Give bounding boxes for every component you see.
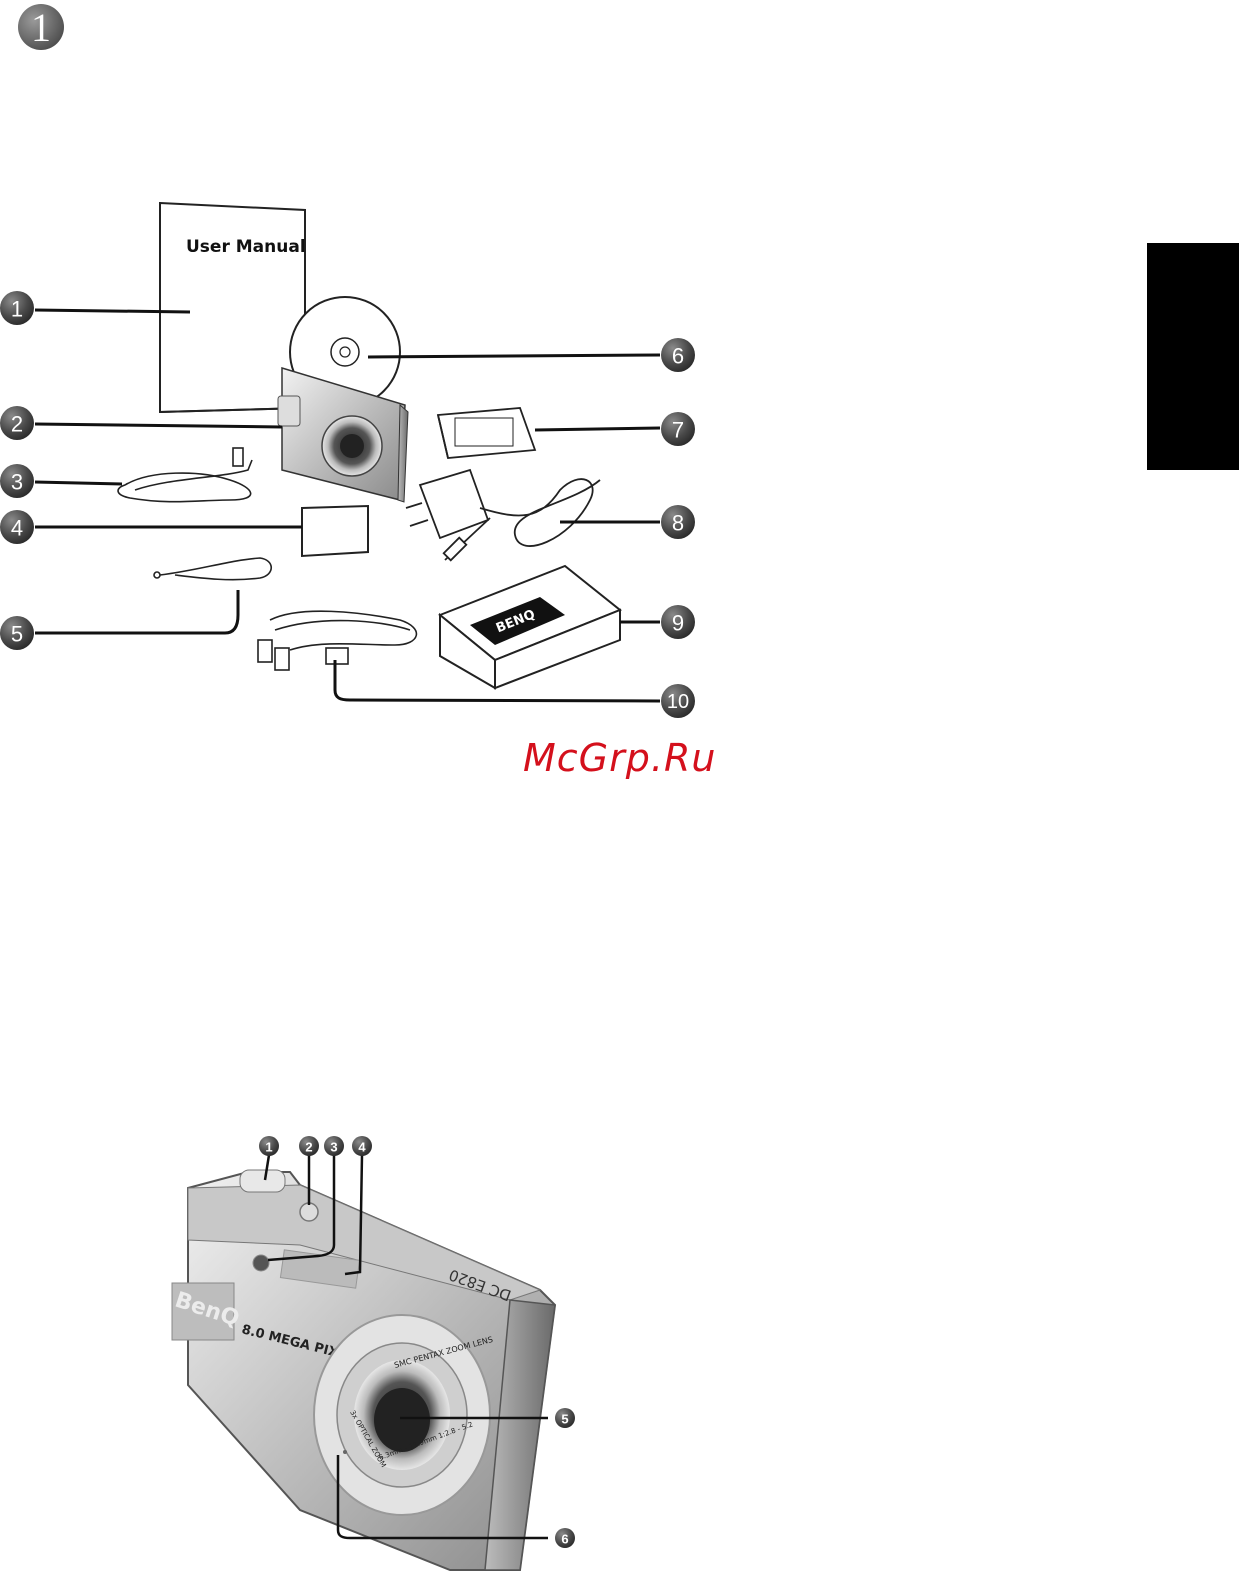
callout-6: 6 (661, 338, 695, 372)
watermark: McGrp.Ru (523, 736, 716, 780)
svg-text:2: 2 (11, 412, 23, 437)
callout-5: 5 (0, 616, 34, 650)
svg-text:7: 7 (672, 418, 684, 443)
manual-title: User Manual (186, 237, 306, 257)
svg-text:1: 1 (265, 1140, 272, 1155)
camera-callout-2: 2 (299, 1136, 319, 1156)
callout-9: 9 (661, 605, 695, 639)
svg-text:6: 6 (672, 344, 684, 369)
svg-text:1: 1 (11, 297, 23, 322)
camera-small (278, 368, 408, 502)
callout-2: 2 (0, 406, 34, 440)
camera-callout-6: 6 (555, 1528, 575, 1548)
camera-pouch: BENQ (440, 566, 620, 688)
svg-text:4: 4 (11, 516, 23, 541)
svg-text:5: 5 (11, 622, 23, 647)
av-cable (258, 611, 416, 670)
usb-cable (118, 448, 252, 502)
callout-1: 1 (0, 291, 34, 325)
callout-8: 8 (661, 505, 695, 539)
camera-front-view: BenQ 8.0 MEGA PIXELS DC E820 SMC PENTAX … (172, 1170, 555, 1570)
svg-text:2: 2 (305, 1140, 312, 1155)
camera-callout-4: 4 (352, 1136, 372, 1156)
wrist-strap (154, 558, 271, 580)
svg-text:6: 6 (561, 1532, 568, 1547)
battery (302, 506, 368, 556)
svg-text:8: 8 (672, 511, 684, 536)
svg-text:4: 4 (358, 1140, 366, 1155)
svg-text:3: 3 (330, 1140, 337, 1155)
battery-charger (438, 408, 535, 458)
svg-text:10: 10 (667, 691, 689, 713)
svg-text:9: 9 (672, 611, 684, 636)
svg-text:5: 5 (561, 1412, 568, 1427)
power-adapter (406, 470, 600, 560)
callout-3: 3 (0, 464, 34, 498)
camera-callout-3: 3 (324, 1136, 344, 1156)
callout-10: 10 (661, 684, 695, 718)
camera-callout-1: 1 (259, 1136, 279, 1156)
callout-4: 4 (0, 510, 34, 544)
callout-7: 7 (661, 412, 695, 446)
camera-callout-5: 5 (555, 1408, 575, 1428)
svg-text:3: 3 (11, 470, 23, 495)
